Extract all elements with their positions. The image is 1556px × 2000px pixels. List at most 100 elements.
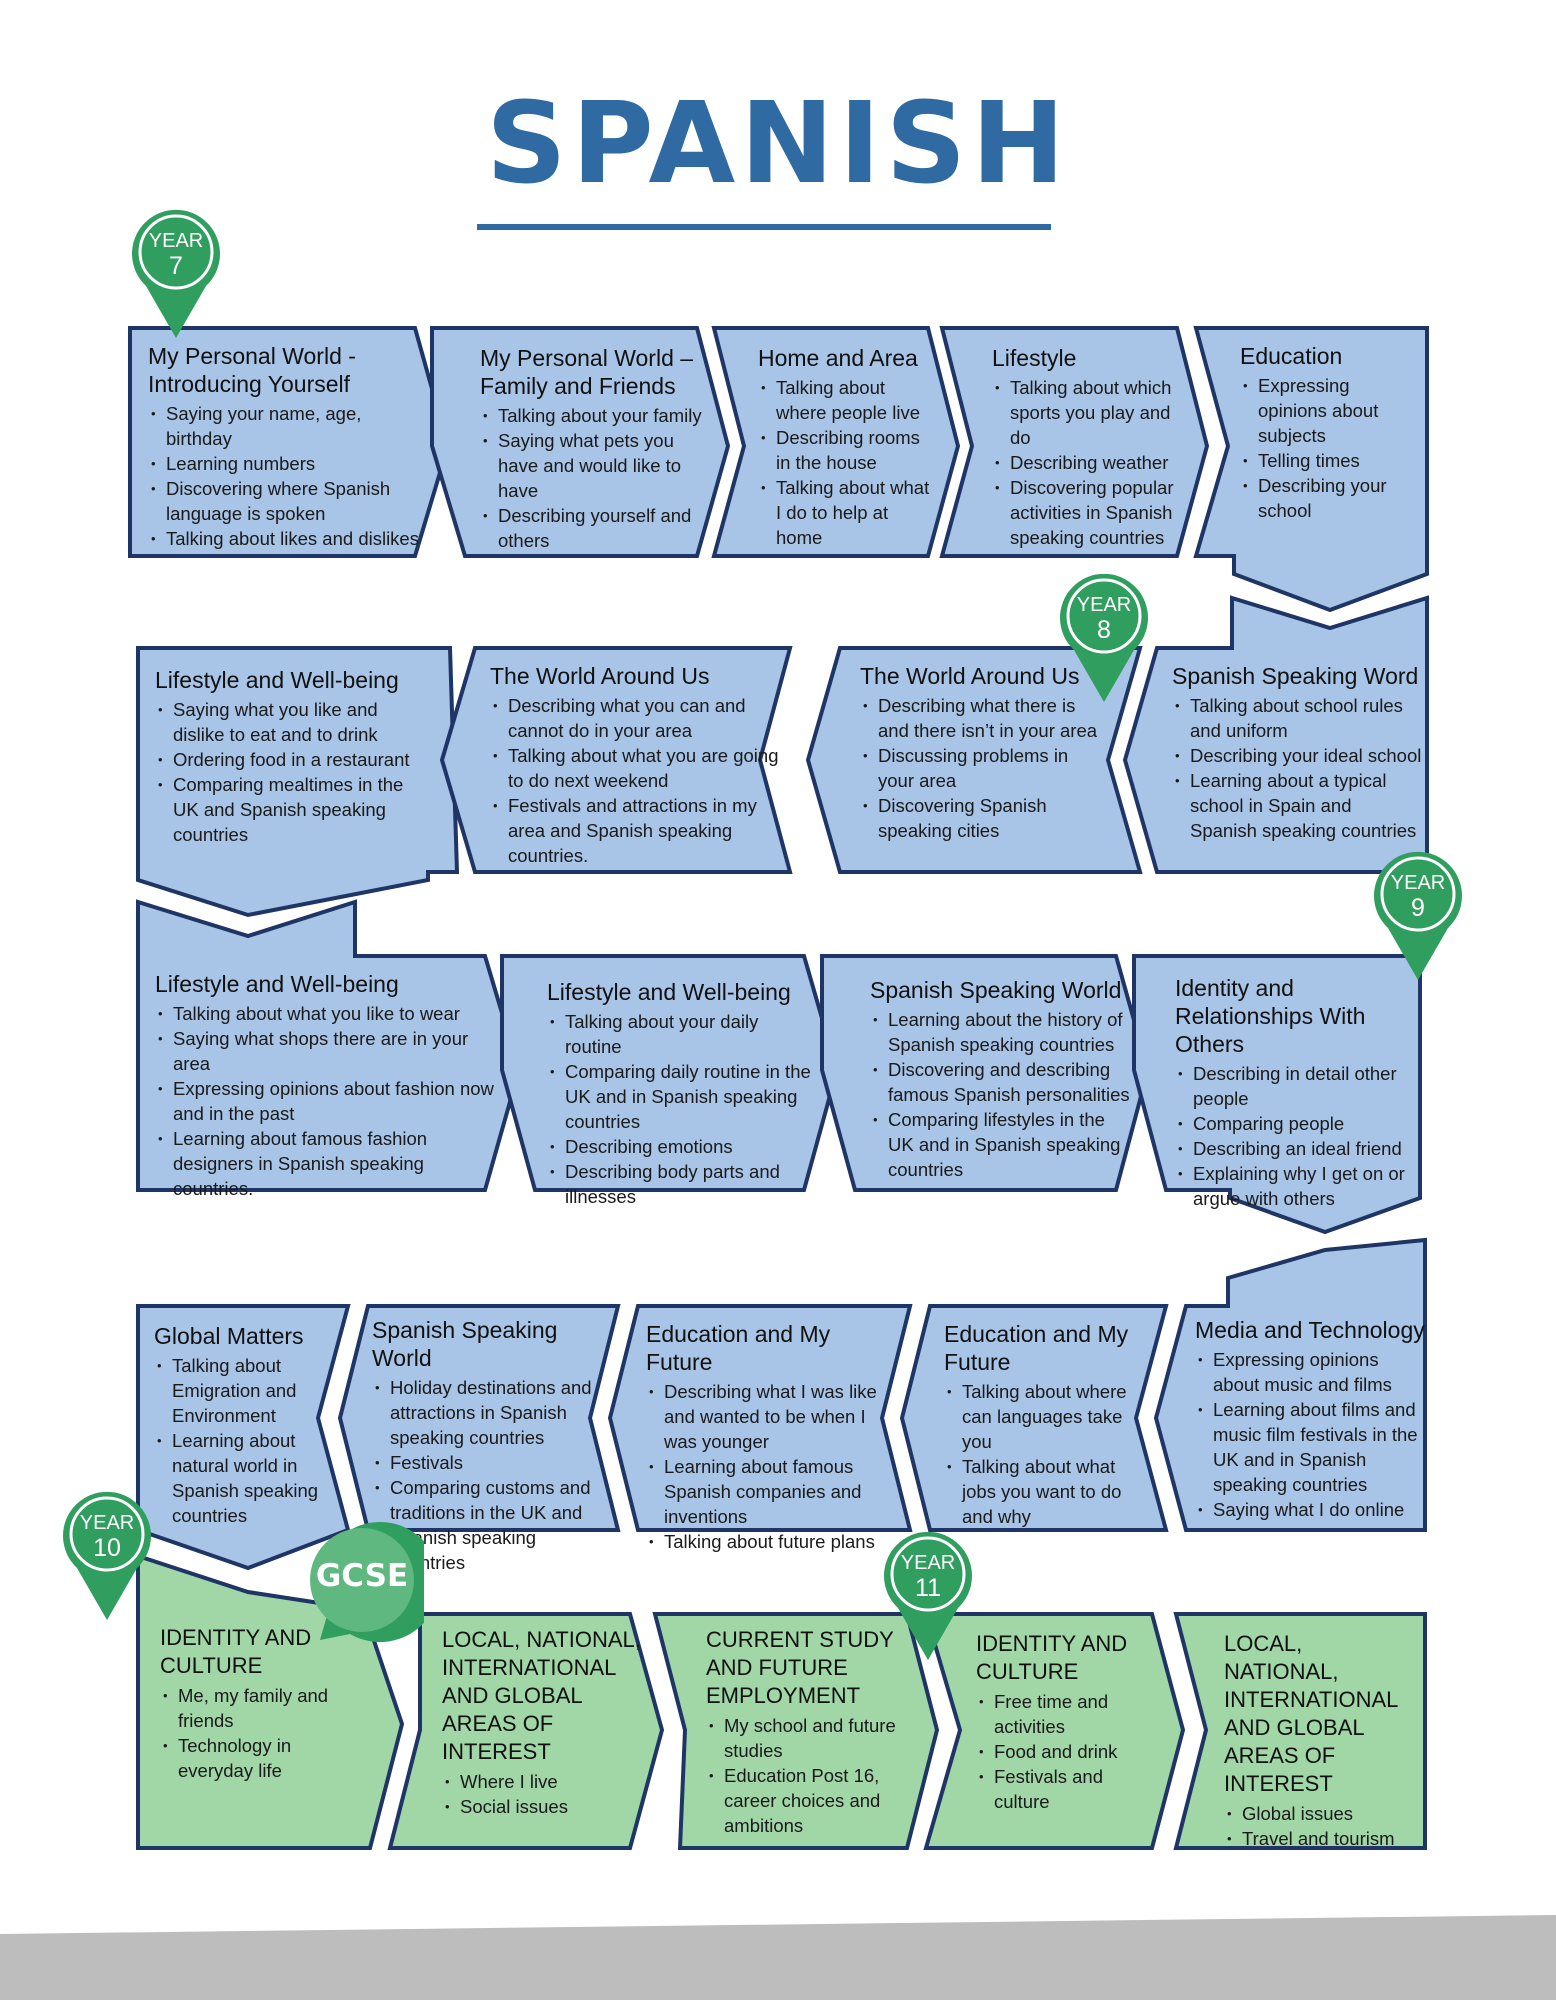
step-title: Home and Area — [758, 345, 918, 371]
step-item: Comparing people — [1178, 1111, 1425, 1136]
step-item: Learning about natural world in Spanish … — [157, 1428, 334, 1528]
step-title: IDENTITY AND CULTURE — [976, 1631, 1128, 1684]
step-title: LOCAL, NATIONAL, INTERNATIONAL AND GLOBA… — [1224, 1631, 1398, 1796]
step-item: Talking about what I do to help at home — [761, 475, 933, 550]
step-item: Me, my family and friends — [163, 1683, 345, 1733]
step-item: Technology in everyday life — [163, 1733, 345, 1783]
step-y8-3: The World Around Us Describing what ther… — [860, 662, 1100, 843]
page-title: SPANISH — [486, 79, 1070, 209]
step-item: Global issues — [1227, 1801, 1419, 1826]
step-item: Describing weather — [995, 450, 1177, 475]
step-item: Food and drink — [979, 1739, 1136, 1764]
step-title: Education and My Future — [646, 1321, 831, 1375]
step-title: Global Matters — [154, 1323, 304, 1349]
year-number: 11 — [915, 1574, 941, 1602]
step-title: Lifestyle and Well-being — [547, 979, 791, 1005]
step-item: Talking about what jobs you want to do a… — [947, 1454, 1134, 1529]
step-title: Spanish Speaking Word — [1172, 663, 1419, 689]
step-item: Discovering popular activities in Spanis… — [995, 475, 1177, 550]
step-y9-4: Identity and Relationships With Others D… — [1175, 974, 1425, 1211]
step-title: Identity and Relationships With Others — [1175, 975, 1366, 1057]
step-item: Festivals and culture — [979, 1764, 1136, 1814]
step-gcse-1: IDENTITY AND CULTURE Me, my family and f… — [160, 1624, 345, 1783]
step-y9-1: Lifestyle and Well-being Talking about w… — [155, 970, 495, 1201]
step-title: Lifestyle and Well-being — [155, 667, 399, 693]
step-item: Saying what you like and dislike to eat … — [158, 697, 415, 747]
step-item: Talking about what you are going to do n… — [493, 743, 790, 793]
step-title: My Personal World – Family and Friends — [480, 345, 694, 399]
step-item: Comparing customs and traditions in the … — [375, 1475, 612, 1575]
step-item: Describing rooms in the house — [761, 425, 933, 475]
year-7-pin-icon: YEAR 7 — [130, 206, 222, 342]
step-item: Talking about your family — [483, 403, 705, 428]
step-gcse-4: IDENTITY AND CULTURE Free time and activ… — [976, 1630, 1136, 1814]
step-item: Comparing mealtimes in the UK and Spanis… — [158, 772, 415, 847]
year-label: YEAR — [1390, 872, 1446, 894]
step-item: Learning numbers — [151, 451, 428, 476]
step-item: Talking about Emigration and Environment — [157, 1353, 334, 1428]
step-item: Saying what shops there are in your area — [158, 1026, 495, 1076]
step-item: Talking about school rules and uniform — [1175, 693, 1422, 743]
step-y7-2: My Personal World – Family and Friends T… — [480, 344, 705, 553]
step-title: The World Around Us — [860, 663, 1080, 689]
step-item: Talking about future plans — [649, 1529, 896, 1554]
title-underline — [477, 224, 1051, 230]
step-item: Talking about where people live — [761, 375, 933, 425]
step-item: Holiday destinations and attractions in … — [375, 1375, 612, 1450]
step-item: Comparing lifestyles in the UK and in Sp… — [873, 1107, 1130, 1182]
year-8-pin-icon: YEAR 8 — [1058, 570, 1150, 706]
step-item: Discovering and describing famous Spanis… — [873, 1057, 1130, 1107]
step-title: Spanish Speaking World — [372, 1317, 558, 1371]
step-title: My Personal World - Introducing Yourself — [148, 343, 356, 397]
year-number: 7 — [169, 252, 183, 280]
step-item: Discovering Spanish speaking cities — [863, 793, 1100, 843]
step-item: Where I live — [445, 1769, 647, 1794]
step-item: Festivals — [375, 1450, 612, 1475]
step-title: Education and My Future — [944, 1321, 1129, 1375]
step-item: My school and future studies — [709, 1713, 901, 1763]
step-item: Discussing problems in your area — [863, 743, 1100, 793]
step-item: Describing emotions — [550, 1134, 812, 1159]
step-item: Expressing opinions about music and film… — [1198, 1347, 1425, 1397]
step-item: Talking about what you like to wear — [158, 1001, 495, 1026]
step-y7-3: Home and Area Talking about where people… — [758, 344, 933, 550]
step-item: Learning about famous fashion designers … — [158, 1126, 495, 1201]
step-item: Describing what there is and there isn’t… — [863, 693, 1100, 743]
step-item: Saying what pets you have and would like… — [483, 428, 705, 503]
step-y8-4: Spanish Speaking Word Talking about scho… — [1172, 662, 1422, 843]
step-item: Saying your name, age, birthday — [151, 401, 428, 451]
step-gcse-5: LOCAL, NATIONAL, INTERNATIONAL AND GLOBA… — [1224, 1630, 1419, 1851]
step-item: Learning about a typical school in Spain… — [1175, 768, 1422, 843]
step-item: Describing an ideal friend — [1178, 1136, 1425, 1161]
year-9-pin-icon: YEAR 9 — [1372, 848, 1464, 984]
step-y10-5: Media and Technology Expressing opinions… — [1195, 1316, 1425, 1522]
step-y8-2: The World Around Us Describing what you … — [490, 662, 790, 868]
step-title: Lifestyle — [992, 345, 1077, 371]
step-item: Describing yourself and others — [483, 503, 705, 553]
year-10-pin-icon: YEAR 10 — [61, 1488, 153, 1624]
step-y10-4: Education and My Future Talking about wh… — [944, 1320, 1134, 1529]
step-item: Talking about which sports you play and … — [995, 375, 1177, 450]
step-item: Learning about the history of Spanish sp… — [873, 1007, 1130, 1057]
year-label: YEAR — [900, 1552, 956, 1574]
year-11-pin-icon: YEAR 11 — [882, 1528, 974, 1664]
step-y10-1: Global Matters Talking about Emigration … — [154, 1322, 334, 1528]
step-item: Explaining why I get on or argue with ot… — [1178, 1161, 1425, 1211]
step-item: Comparing daily routine in the UK and in… — [550, 1059, 812, 1134]
step-item: Saying what I do online — [1198, 1497, 1425, 1522]
year-number: 8 — [1097, 616, 1111, 644]
year-label: YEAR — [79, 1512, 135, 1534]
gcse-badge-icon: GCSE — [300, 1520, 440, 1644]
step-y7-5: Education Expressing opinions about subj… — [1240, 342, 1420, 523]
step-y10-3: Education and My Future Describing what … — [646, 1320, 896, 1554]
step-item: Travel and tourism — [1227, 1826, 1419, 1851]
step-item: Expressing opinions about fashion now an… — [158, 1076, 495, 1126]
step-y7-1: My Personal World - Introducing Yourself… — [148, 342, 428, 551]
step-item: Expressing opinions about subjects — [1243, 373, 1420, 448]
year-label: YEAR — [148, 230, 204, 252]
step-gcse-2: LOCAL, NATIONAL, INTERNATIONAL AND GLOBA… — [442, 1626, 647, 1819]
step-item: Free time and activities — [979, 1689, 1136, 1739]
step-title: The World Around Us — [490, 663, 710, 689]
step-item: Describing body parts and illnesses — [550, 1159, 812, 1209]
